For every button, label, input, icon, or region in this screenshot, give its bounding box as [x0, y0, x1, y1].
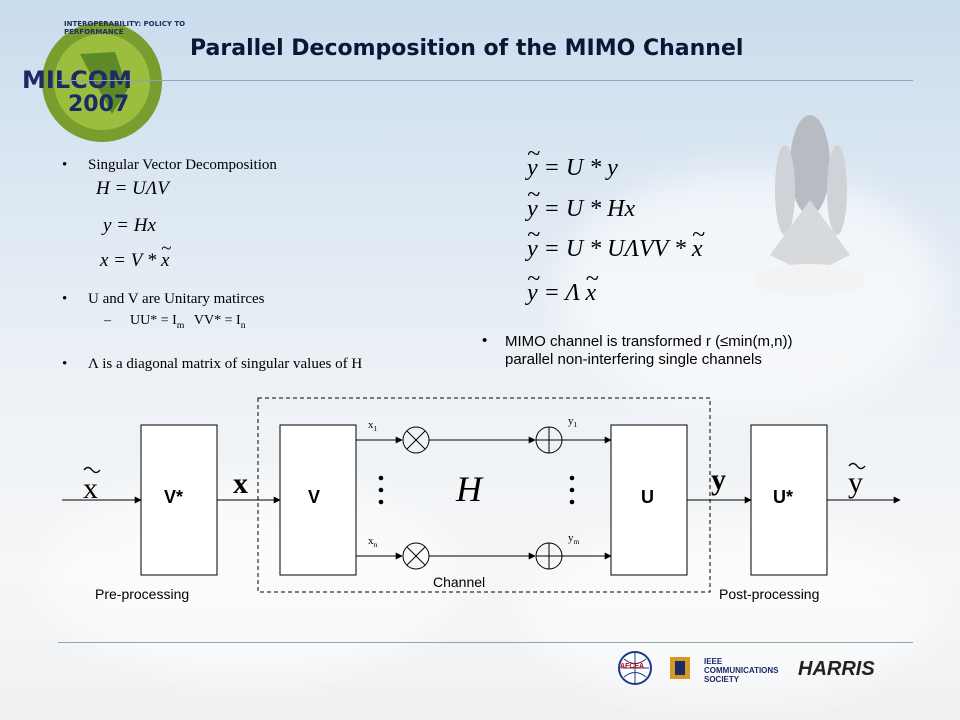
equation-h: H = UΛV — [96, 178, 169, 199]
diagram-output-label: y — [848, 466, 863, 499]
tilde-icon: ~ — [527, 141, 540, 167]
bullet-lambda: •Λ is a diagonal matrix of singular valu… — [62, 356, 363, 372]
equation-y: y = Hx — [103, 215, 156, 236]
diagram-input-label: x — [83, 472, 98, 505]
channel-h-label: H — [456, 469, 482, 509]
space-shuttle-image — [755, 115, 865, 295]
pre-processing-label: Pre-processing — [95, 586, 190, 602]
page-title: Parallel Decomposition of the MIMO Chann… — [190, 36, 744, 61]
cloud — [40, 480, 460, 680]
block-v-star — [140, 424, 218, 576]
block-u-star-label: U* — [773, 487, 794, 507]
label-y1: y1 — [568, 415, 578, 430]
block-u — [610, 424, 688, 576]
tilde-icon: ~ — [527, 266, 540, 292]
block-v-label: V — [308, 487, 321, 507]
equation-r1: ~y = U * y — [527, 141, 618, 181]
harris-logo: HARRIS — [798, 658, 875, 680]
block-v-star-label: V* — [164, 487, 184, 507]
equation-x: x = V * ~x — [100, 238, 172, 271]
bullet-svd-text: Singular Vector Decomposition — [88, 157, 277, 173]
bullet-unitary: •U and V are Unitary matirces — [62, 291, 265, 307]
channel-label: Channel — [433, 574, 486, 590]
logo-year: 2007 — [68, 92, 130, 117]
block-u-label: U — [641, 487, 654, 507]
afcea-logo: AFCEA — [615, 650, 655, 686]
cloud — [560, 170, 940, 410]
footer-divider — [58, 642, 913, 643]
mimo-note: MIMO channel is transformed r (≤min(m,n)… — [505, 333, 793, 368]
block-u-star — [750, 424, 828, 576]
tilde-icon: ~ — [527, 222, 540, 248]
bullet-unitary-sub: –UU* = Im VV* = In — [104, 313, 246, 331]
bullet-dot: • — [482, 332, 488, 349]
tilde-icon: ~ — [585, 266, 599, 292]
equation-r4: ~y = Λ ~x — [527, 266, 599, 306]
cloud — [520, 520, 940, 700]
title-divider — [58, 80, 913, 81]
label-ym: ym — [568, 532, 580, 547]
bullet-svd: •Singular Vector Decomposition — [62, 157, 277, 173]
tilde-icon: ~ — [161, 238, 172, 259]
channel-dashed-box — [257, 397, 711, 593]
tilde-icon: ~ — [527, 182, 540, 208]
ellipsis-dots-left — [378, 475, 384, 505]
post-processing-label: Post-processing — [719, 586, 820, 602]
diagram-y-label: y — [711, 463, 726, 496]
logo-tagline: INTEROPERABILITY: POLICY TO PERFORMANCE — [64, 20, 186, 36]
ellipsis-dots-right — [569, 475, 575, 505]
label-xn: xn — [368, 535, 378, 550]
tilde-icon: ~ — [691, 222, 705, 248]
tilde-icon — [848, 462, 866, 470]
equation-r3: ~y = U * UΛVV * ~x — [527, 222, 705, 262]
tilde-icon — [83, 466, 101, 474]
equation-r2: ~y = U * Hx — [527, 182, 636, 222]
label-x1: x1 — [368, 419, 378, 434]
diagram-x-label: x — [233, 467, 248, 500]
